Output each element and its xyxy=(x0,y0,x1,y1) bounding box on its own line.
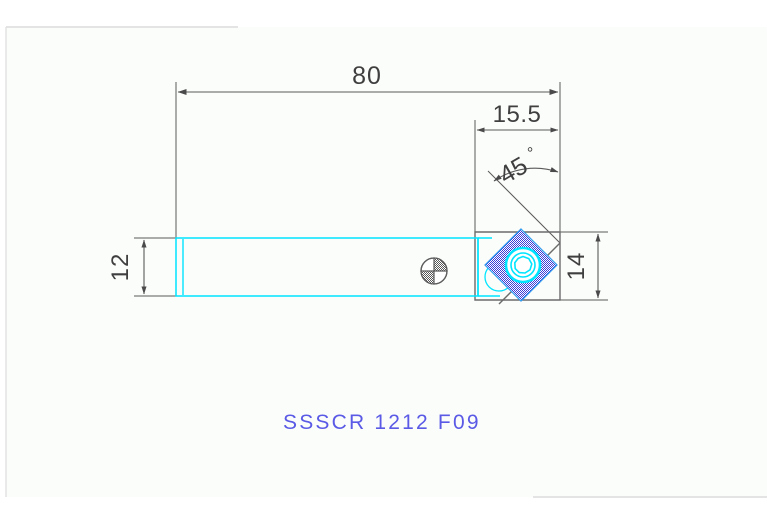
torx-socket-icon xyxy=(514,255,533,274)
dimension-head-length[interactable]: 15.5 xyxy=(476,101,559,133)
tool-shank-body[interactable] xyxy=(175,237,500,297)
insert-edge-highlight xyxy=(484,228,558,302)
angle-arc-45 xyxy=(493,167,559,182)
clamp-screw[interactable] xyxy=(504,246,542,284)
dim-text-14: 14 xyxy=(563,252,590,281)
section-center-symbol xyxy=(420,257,448,285)
head-pocket-outline xyxy=(478,237,500,297)
dim-text-80: 80 xyxy=(352,62,382,90)
dim-text-12: 12 xyxy=(107,253,134,282)
dimension-head-height[interactable]: 14 xyxy=(563,233,601,299)
dimension-shank-height[interactable]: 12 xyxy=(107,239,147,295)
dimension-overall-length[interactable]: 80 xyxy=(177,62,559,96)
dim-text-15-5: 15.5 xyxy=(493,101,542,128)
part-designation-label: SSSCR 1212 F09 xyxy=(283,411,481,434)
angle-leader-diagonal xyxy=(487,170,561,244)
